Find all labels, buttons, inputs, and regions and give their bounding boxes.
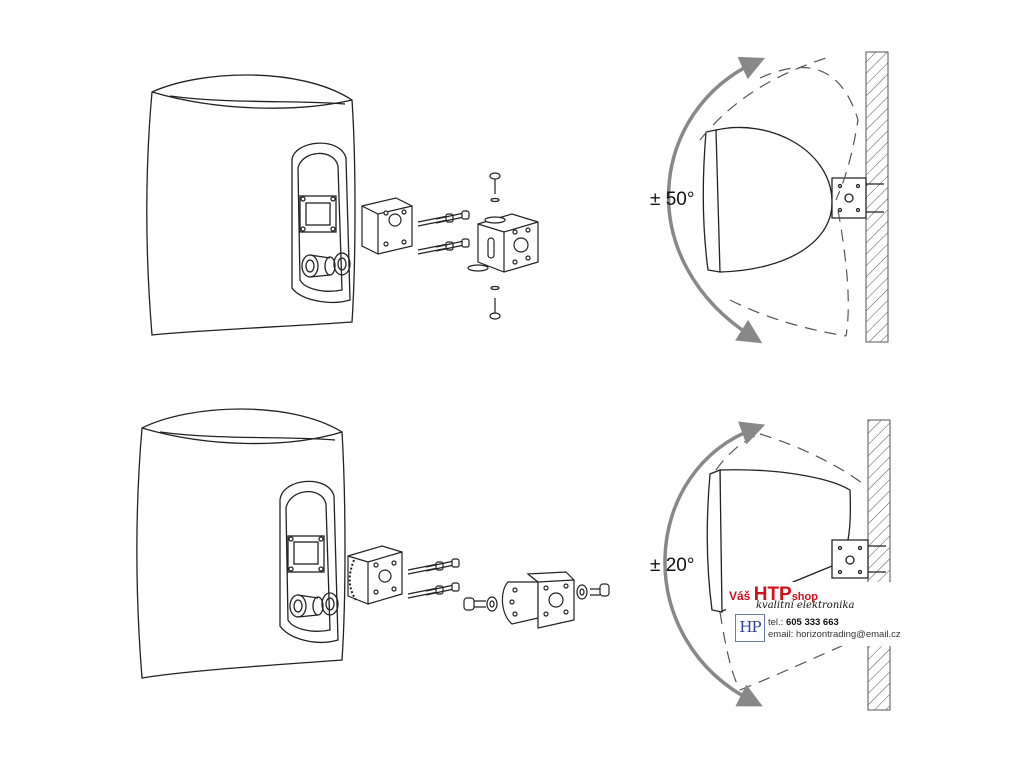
wall-bracket-exploded-top	[361, 172, 539, 320]
shop-logo-icon: HP	[735, 614, 765, 642]
shop-name-suffix: shop	[791, 591, 818, 603]
shop-email-label: email:	[768, 629, 796, 640]
rotation-arc-arrow-bottom	[663, 421, 766, 707]
shop-tagline: kvalitní elektronika	[756, 600, 855, 611]
shop-email-value[interactable]: horizontrading@email.cz	[795, 629, 901, 640]
wall-hatch-bottom	[867, 419, 891, 711]
speaker-cabinet-bottom	[136, 408, 346, 679]
wall-hatch-top	[865, 51, 889, 343]
shop-name: Váš HTPshop	[729, 584, 818, 606]
shop-name-brand: HTP	[753, 584, 792, 605]
shop-name-prefix: Váš	[729, 589, 754, 603]
shop-email: email: horizontrading@email.cz	[768, 629, 901, 640]
speaker-cabinet-top	[146, 74, 356, 336]
shop-phone-value: 605 333 663	[785, 617, 839, 628]
shop-phone-label: tel.:	[768, 617, 786, 628]
shop-watermark: Váš HTPshop kvalitní elektronika HP tel.…	[726, 582, 916, 646]
rotation-angle-label-bottom: ± 20°	[650, 555, 695, 576]
rotation-arc-arrow-top	[666, 56, 765, 344]
rotation-angle-label-top: ± 50°	[650, 189, 695, 210]
shop-logo-text: HP	[739, 618, 761, 636]
wall-bracket-exploded-bottom	[347, 545, 610, 629]
speaker-side-view-top	[702, 126, 884, 273]
shop-phone: tel.: 605 333 663	[768, 617, 839, 628]
